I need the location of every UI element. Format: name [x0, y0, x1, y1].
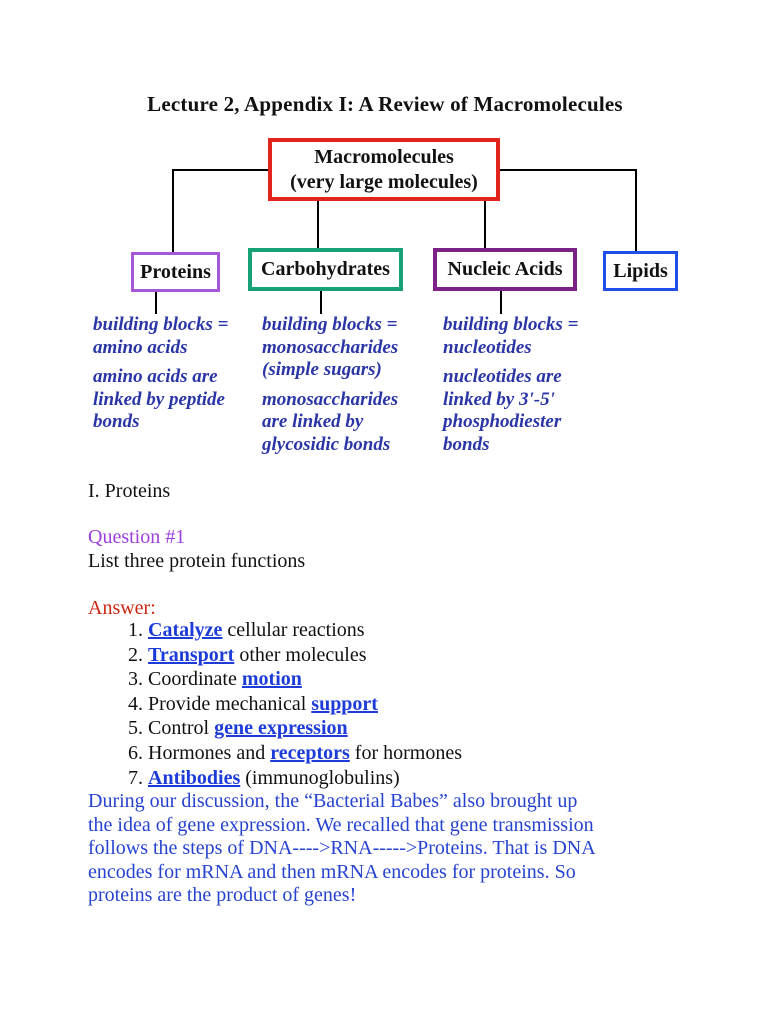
note-nucleic-acids-para1: building blocks = nucleotides — [443, 314, 579, 358]
answer-item-number: 5. — [128, 717, 148, 740]
answer-item: 3. Coordinate motion — [88, 667, 462, 692]
answer-link[interactable]: Antibodies — [148, 766, 241, 789]
answer-item-text: Hormones and — [148, 741, 271, 764]
connector-line-right-horizontal — [500, 169, 637, 171]
answer-item: 5. Control gene expression — [88, 716, 462, 741]
answer-item-text: (immunoglobulins) — [240, 766, 400, 789]
connector-line-left-horizontal — [172, 169, 268, 171]
category-box-carbohydrates: Carbohydrates — [248, 248, 403, 291]
answer-item-number: 1. — [128, 619, 148, 641]
answer-label: Answer: — [88, 597, 156, 619]
connector-line-carbohydrates — [317, 201, 319, 248]
category-box-nucleic-acids-label: Nucleic Acids — [447, 258, 563, 280]
answer-item-number: 2. — [128, 643, 148, 666]
answer-item-text: Control — [148, 717, 215, 740]
answer-link[interactable]: Transport — [148, 643, 235, 666]
answer-link[interactable]: gene expression — [214, 717, 348, 740]
answer-item: 4. Provide mechanical support — [88, 692, 462, 717]
answer-item: 7. Antibodies (immunoglobulins) — [88, 766, 462, 791]
question-label: Question #1 — [88, 526, 186, 548]
answer-link[interactable]: Catalyze — [148, 619, 223, 641]
category-box-nucleic-acids: Nucleic Acids — [433, 248, 577, 291]
category-box-lipids: Lipids — [603, 251, 678, 291]
answer-item-number: 6. — [128, 741, 148, 764]
stub-line-nucleic-acids-note — [500, 291, 502, 314]
building-blocks-note-nucleic-acids: building blocks = nucleotides nucleotide… — [443, 314, 619, 463]
discussion-paragraph: During our discussion, the “Bacterial Ba… — [88, 790, 596, 907]
answer-item: 6. Hormones and receptors for hormones — [88, 741, 462, 766]
answer-item: 2. Transport other molecules — [88, 643, 462, 668]
note-proteins-para2: amino acids are linked by peptide bonds — [93, 366, 225, 432]
macromolecules-box: Macromolecules (very large molecules) — [268, 138, 500, 201]
building-blocks-note-proteins: building blocks = amino acids amino acid… — [93, 314, 269, 441]
building-blocks-note-carbohydrates: building blocks = monosaccharides (simpl… — [262, 314, 438, 463]
category-box-proteins: Proteins — [131, 252, 220, 292]
stub-line-carbohydrates-note — [320, 291, 322, 314]
note-carbohydrates-para2: monosaccharides are linked by glycosidic… — [262, 388, 399, 455]
question-prompt: List three protein functions — [88, 550, 306, 572]
answer-item-text: Coordinate — [148, 668, 242, 691]
answer-item-text: for hormones — [349, 741, 462, 764]
section-heading: I. Proteins — [88, 480, 171, 502]
answer-item: 1. Catalyze cellular reactions — [88, 618, 462, 643]
answer-item-text: Provide mechanical — [148, 692, 312, 715]
connector-line-nucleic-acids — [484, 201, 486, 248]
answer-item-text: other molecules — [234, 643, 367, 666]
category-box-lipids-label: Lipids — [613, 259, 668, 282]
macromolecules-box-line1: Macromolecules — [314, 145, 454, 168]
answer-link[interactable]: support — [311, 692, 378, 715]
note-carbohydrates-para1: building blocks = monosaccharides (simpl… — [262, 314, 399, 380]
stub-line-proteins-note — [155, 292, 157, 314]
answer-item-number: 7. — [128, 766, 148, 789]
answer-item-text: cellular reactions — [222, 619, 365, 641]
macromolecules-box-line2: (very large molecules) — [290, 170, 478, 193]
answer-item-number: 3. — [128, 668, 148, 691]
category-box-carbohydrates-label: Carbohydrates — [261, 258, 390, 280]
connector-line-right-vertical — [635, 169, 637, 251]
answer-item-number: 4. — [128, 692, 148, 715]
answer-link[interactable]: motion — [241, 668, 302, 691]
connector-line-left-vertical — [172, 169, 174, 252]
note-nucleic-acids-para2: nucleotides are linked by 3'-5' phosphod… — [443, 366, 562, 455]
category-box-proteins-label: Proteins — [140, 260, 211, 283]
page-title: Lecture 2, Appendix I: A Review of Macro… — [147, 92, 623, 116]
answer-link[interactable]: receptors — [270, 741, 350, 764]
note-proteins-para1: building blocks = amino acids — [93, 314, 229, 358]
answer-list: 1. Catalyze cellular reactions 2. Transp… — [88, 618, 462, 790]
